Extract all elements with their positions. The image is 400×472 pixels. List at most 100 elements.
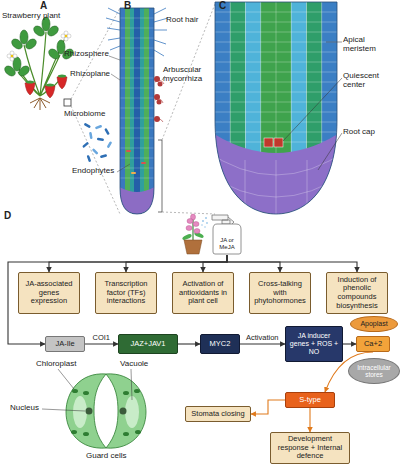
illustration-part xyxy=(194,229,200,234)
illustration-part xyxy=(157,100,162,105)
node-text: Development response + Internal defence xyxy=(273,435,347,461)
repressor-box: JAZ+JAV1 xyxy=(118,334,178,354)
illustration-part xyxy=(84,123,91,129)
illustration-part xyxy=(46,84,54,87)
illustration-part xyxy=(204,226,206,228)
ligand-box: JA-Ile xyxy=(45,336,85,352)
illustration-part xyxy=(17,64,31,78)
illustration-part xyxy=(73,396,87,428)
panel-letter: B xyxy=(124,0,131,11)
node-text: JA or MeJA xyxy=(212,237,242,251)
illustration-part xyxy=(184,240,202,254)
node-text: MYC2 xyxy=(210,340,231,349)
illustration-part xyxy=(25,76,67,98)
illustration-part xyxy=(187,219,193,224)
illustration-part xyxy=(158,82,163,87)
node-text: S-type xyxy=(299,396,321,405)
illustration-part xyxy=(125,8,149,218)
illustration-part xyxy=(205,217,207,219)
illustration-part xyxy=(283,42,342,170)
effect-box: Induction of phenolic compounds biosynth… xyxy=(326,272,388,314)
part-label: Chloroplast xyxy=(36,360,76,369)
illustration-part xyxy=(120,18,154,178)
illustration-part xyxy=(95,125,102,130)
illustration-part xyxy=(186,226,192,231)
illustration-part xyxy=(264,138,273,147)
node-text: Induction of phenolic compounds biosynth… xyxy=(329,276,385,311)
illustration-part xyxy=(120,8,154,218)
illustration-part xyxy=(100,154,107,158)
response-box: Development response + Internal defence xyxy=(270,432,350,464)
illustration-part xyxy=(205,128,347,220)
part-label: Root cap xyxy=(343,128,398,137)
connector-arrow xyxy=(309,408,310,432)
illustration-part xyxy=(215,2,230,217)
illustration-part xyxy=(26,81,34,84)
connector-arrow xyxy=(126,255,227,272)
node-text: Activation of antioxidants in plant cell xyxy=(175,280,231,306)
node-text: Stomata closing xyxy=(191,410,244,419)
illustration-part xyxy=(201,224,203,226)
bottle-nozzle xyxy=(212,215,234,224)
illustration-part xyxy=(83,391,89,395)
node-text: Intracellular stores xyxy=(351,364,397,379)
effect-box: JA-associated genes expression xyxy=(18,272,80,314)
illustration-part xyxy=(104,128,110,135)
illustration-part xyxy=(71,430,77,434)
illustration-part xyxy=(205,2,347,220)
node-text: Transcription factor (TFs) interactions xyxy=(98,280,154,306)
illustration-part xyxy=(135,430,141,434)
illustration-part xyxy=(71,389,141,436)
part-label: Microbiome xyxy=(64,110,105,119)
gene-box: JA inducer genes + ROS + NO xyxy=(285,326,343,362)
microbiome xyxy=(82,123,112,163)
illustration-part xyxy=(97,137,104,141)
illustration-part xyxy=(141,162,146,164)
connector-arrow xyxy=(251,400,285,414)
illustration-part xyxy=(131,172,136,174)
root-tip xyxy=(205,2,347,220)
illustration-part xyxy=(206,222,208,224)
illustration-part xyxy=(274,138,283,147)
illustration-part xyxy=(86,408,93,415)
illustration-part xyxy=(154,76,163,122)
node-text: JA inducer genes + ROS + NO xyxy=(288,332,340,356)
illustration-part xyxy=(72,389,78,393)
edge-label: Activation xyxy=(246,334,279,342)
illustration-part xyxy=(83,432,89,436)
illustration-part xyxy=(57,76,67,89)
illustration-part xyxy=(61,34,65,38)
illustration-part xyxy=(130,8,144,218)
illustration-part xyxy=(89,132,93,139)
part-label: Vacuole xyxy=(120,360,148,369)
illustration-part xyxy=(186,214,200,234)
connector-arrow xyxy=(85,343,118,344)
illustration-part xyxy=(65,35,68,38)
node-text: JAZ+JAV1 xyxy=(130,340,165,349)
treated-plant xyxy=(182,214,208,254)
illustration-part xyxy=(322,2,337,217)
illustration-part xyxy=(64,37,68,41)
illustration-part xyxy=(134,389,140,393)
illustration-part xyxy=(154,94,160,100)
illustration-part xyxy=(154,116,160,122)
illustration-part xyxy=(3,17,75,78)
illustration-part xyxy=(10,57,14,61)
illustration-part xyxy=(155,80,164,122)
illustration-part xyxy=(26,75,66,87)
illustration-part xyxy=(202,220,204,222)
strawberry-plant xyxy=(3,17,75,110)
node-text: Cross-talking with phytohormones xyxy=(252,280,308,306)
illustration-part xyxy=(10,37,24,51)
illustration-part xyxy=(82,142,89,148)
effect-box: Activation of antioxidants in plant cell xyxy=(172,272,234,314)
illustration-part xyxy=(109,56,165,172)
store-ellipse: Intracellular stores xyxy=(348,358,400,384)
channel-box: S-type xyxy=(285,392,335,408)
illustration-part xyxy=(25,82,35,95)
part-label: Quiescent center xyxy=(343,72,398,90)
illustration-part xyxy=(46,24,60,38)
illustration-part xyxy=(92,148,99,155)
node-text: Apoplast xyxy=(360,320,387,328)
part-label: Guard cells xyxy=(86,452,126,461)
